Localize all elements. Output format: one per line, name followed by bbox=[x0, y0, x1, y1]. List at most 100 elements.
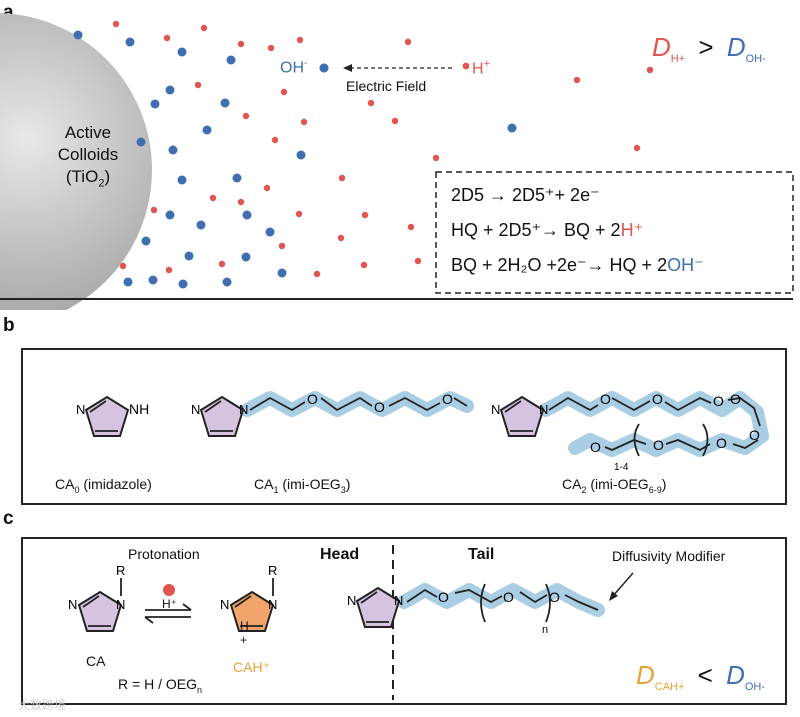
oh-label: OH- bbox=[280, 58, 308, 77]
anion-dot bbox=[168, 145, 178, 155]
cation-dot bbox=[296, 36, 304, 44]
equation-1: 2D5 → 2D5⁺+ 2e⁻ bbox=[451, 185, 600, 205]
anion-dot bbox=[222, 277, 232, 287]
cation-dot bbox=[278, 242, 286, 250]
anion-dot bbox=[319, 63, 329, 73]
imidazole-ca1: N N O O O bbox=[191, 391, 474, 437]
svg-text:O: O bbox=[590, 439, 601, 455]
h-label: H+ bbox=[472, 58, 490, 78]
ca1-label: CA1 (imi-OEG3) bbox=[254, 476, 351, 495]
anion-dot bbox=[141, 236, 151, 246]
svg-text:O: O bbox=[549, 589, 560, 605]
cation-dot bbox=[163, 34, 171, 42]
anion-dot bbox=[196, 220, 206, 230]
anion-dot bbox=[123, 277, 133, 287]
cation-dot bbox=[646, 66, 654, 74]
anion-dot bbox=[202, 125, 212, 135]
cation-dot bbox=[119, 262, 127, 270]
svg-text:O: O bbox=[730, 391, 741, 407]
anion-dot bbox=[177, 175, 187, 185]
cation-dot bbox=[237, 40, 245, 48]
svg-text:O: O bbox=[438, 589, 449, 605]
cation-dot bbox=[300, 118, 308, 126]
anion-dot bbox=[507, 123, 517, 133]
anion-dot bbox=[241, 252, 251, 262]
cation-dot bbox=[414, 257, 422, 265]
protonation-label: Protonation bbox=[128, 546, 200, 562]
cah-label: CAH⁺ bbox=[233, 659, 270, 675]
panel-a-graphic bbox=[0, 13, 794, 310]
svg-text:N: N bbox=[76, 402, 85, 417]
cation-dot bbox=[361, 211, 369, 219]
cation-dot bbox=[242, 112, 250, 120]
svg-text:N: N bbox=[268, 597, 277, 612]
anion-dot bbox=[277, 268, 287, 278]
diffusivity-modifier-label: Diffusivity Modifier bbox=[612, 548, 726, 564]
svg-text:N: N bbox=[394, 593, 403, 608]
anion-dot bbox=[148, 275, 158, 285]
cation-dot bbox=[194, 81, 202, 89]
anion-dot bbox=[296, 150, 306, 160]
ca0-label: CA0 (imidazole) bbox=[55, 476, 152, 495]
svg-text:N: N bbox=[68, 597, 77, 612]
panel-b-letter: b bbox=[3, 315, 15, 336]
cation-dot bbox=[404, 38, 412, 46]
cation-dot bbox=[263, 184, 271, 192]
svg-text:O: O bbox=[503, 589, 514, 605]
h-plus-label: H⁺ bbox=[162, 597, 177, 611]
cation-dot bbox=[462, 62, 470, 70]
equation-3: BQ + 2H₂O +2e⁻→ HQ + 2OH⁻ bbox=[451, 255, 704, 275]
r-definition: R = H / OEGn bbox=[118, 676, 202, 695]
panel-b-structures: N NH N N O O O N N O O O O bbox=[76, 391, 769, 473]
cation-dot bbox=[337, 234, 345, 242]
anion-dot bbox=[242, 210, 252, 220]
cation-dot bbox=[165, 266, 173, 274]
anion-dot bbox=[177, 47, 187, 57]
anion-dot bbox=[150, 99, 160, 109]
panel-b-frame bbox=[21, 348, 787, 505]
anion-dot bbox=[232, 173, 242, 183]
cation-dot bbox=[360, 261, 368, 269]
panel-a-letter: a bbox=[3, 2, 14, 23]
head-imidazole: N N bbox=[347, 586, 403, 628]
svg-text:N: N bbox=[220, 597, 229, 612]
panel-c-frame bbox=[21, 537, 787, 705]
ca-label: CA bbox=[86, 653, 106, 669]
nh-plus: H+ bbox=[240, 619, 249, 647]
cation-dot bbox=[573, 76, 581, 84]
cation-dot bbox=[200, 24, 208, 32]
anion-dot bbox=[73, 30, 83, 40]
panel-c-letter: c bbox=[3, 508, 14, 529]
equation-2: HQ + 2D5⁺→ BQ + 2H⁺ bbox=[451, 220, 644, 240]
cation-dot bbox=[237, 198, 245, 206]
cation-dot bbox=[432, 154, 440, 162]
svg-text:O: O bbox=[716, 435, 727, 451]
cation-dot bbox=[391, 117, 399, 125]
svg-text:O: O bbox=[442, 391, 453, 407]
cation-dot bbox=[209, 194, 217, 202]
svg-text:O: O bbox=[749, 427, 760, 443]
cation-dot bbox=[338, 174, 346, 182]
ca-imidazole: R N N bbox=[68, 563, 125, 632]
svg-text:R: R bbox=[116, 563, 125, 578]
anion-dot bbox=[165, 85, 175, 95]
anion-dot bbox=[265, 227, 275, 237]
svg-text:O: O bbox=[652, 391, 663, 407]
panel-c-graphic: R N N R N N N N O bbox=[68, 545, 634, 700]
svg-text:1-4: 1-4 bbox=[614, 462, 629, 473]
cation-dot bbox=[367, 99, 375, 107]
equation-box bbox=[435, 171, 794, 294]
svg-text:N: N bbox=[116, 597, 125, 612]
cation-dot bbox=[267, 44, 275, 52]
colloid-line2: Colloids bbox=[57, 145, 119, 164]
diffusivity-ratio-c: DCAH+ < DOH- bbox=[636, 660, 766, 694]
svg-text:NH: NH bbox=[129, 401, 149, 417]
field-label: Electric Field bbox=[346, 78, 427, 94]
colloid-line1: Active bbox=[64, 123, 112, 142]
anion-dot bbox=[125, 37, 135, 47]
svg-text:N: N bbox=[239, 402, 248, 417]
svg-text:O: O bbox=[713, 393, 724, 409]
cation-dot bbox=[112, 20, 120, 28]
svg-text:N: N bbox=[191, 402, 200, 417]
svg-text:R: R bbox=[268, 563, 277, 578]
